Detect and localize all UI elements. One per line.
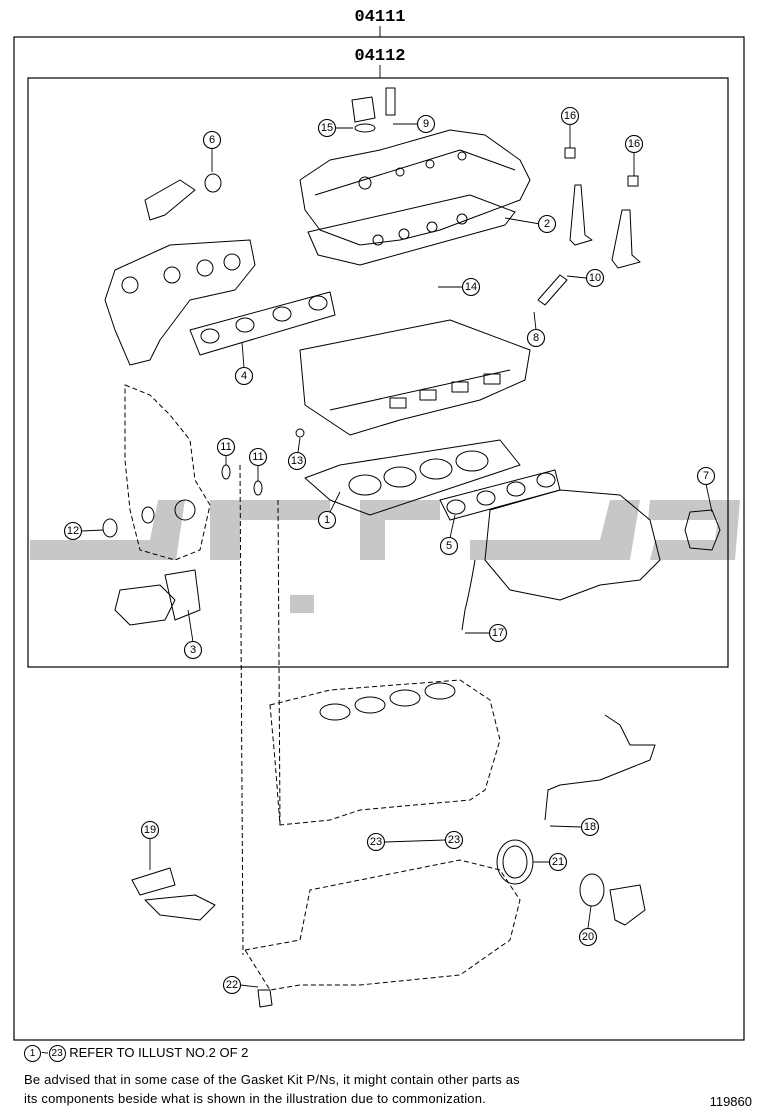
oil-pan [244, 859, 521, 991]
ref-text: REFER TO ILLUST NO.2 OF 2 [69, 1045, 249, 1060]
callout-13: 13 [287, 451, 307, 471]
callout-7: 7 [696, 466, 716, 486]
svg-text:1: 1 [324, 514, 330, 526]
callout-19: 19 [140, 820, 160, 840]
kit-frame-outer [13, 36, 745, 1041]
callout-20: 20 [578, 927, 598, 947]
svg-text:18: 18 [584, 821, 596, 833]
callout-23b: 23 [444, 830, 464, 850]
ref-start-circle: 1 [24, 1045, 41, 1063]
advisory-note-line-2: its components beside what is shown in t… [24, 1091, 486, 1106]
kit-label-outer: 04111 [354, 8, 405, 27]
svg-text:8: 8 [533, 332, 539, 344]
svg-text:2: 2 [544, 218, 550, 230]
crankshaft-oil-seal [496, 839, 534, 885]
callout-5: 5 [439, 536, 459, 556]
svg-text:11: 11 [220, 441, 231, 453]
cylinder-head [299, 319, 531, 436]
callout-23a: 23 [366, 832, 386, 852]
kit-frame-inner [27, 77, 729, 668]
leader-lines [81, 123, 713, 988]
svg-text:6: 6 [209, 134, 215, 146]
kit-label-inner: 04112 [354, 47, 405, 66]
callout-17: 17 [488, 623, 508, 643]
callout-12: 12 [63, 521, 83, 541]
callout-3: 3 [183, 640, 203, 660]
callout-16b: 16 [624, 134, 644, 154]
svg-text:12: 12 [67, 525, 79, 537]
svg-text:10: 10 [589, 272, 601, 284]
svg-text:9: 9 [423, 118, 429, 130]
callout-16a: 16 [560, 106, 580, 126]
callout-22: 22 [222, 975, 242, 995]
exhaust-manifold-gasket [189, 291, 336, 356]
timing-chain-cover [124, 384, 211, 561]
svg-text:7: 7 [703, 470, 709, 482]
callout-14: 14 [461, 277, 481, 297]
callout-4: 4 [234, 366, 254, 386]
svg-text:3: 3 [190, 644, 196, 656]
svg-text:13: 13 [291, 455, 303, 467]
svg-text:16: 16 [564, 110, 576, 122]
svg-text:15: 15 [321, 122, 333, 134]
exhaust-manifold [104, 239, 256, 366]
svg-text:20: 20 [582, 931, 594, 943]
callout-10: 10 [585, 268, 605, 288]
callout-9: 9 [416, 114, 436, 134]
svg-text:17: 17 [492, 627, 504, 639]
illustration-number: 119860 [709, 1094, 752, 1109]
callout-11b: 11 [248, 447, 268, 467]
callout-6: 6 [202, 130, 222, 150]
callout-8: 8 [526, 328, 546, 348]
callout-15: 15 [317, 118, 337, 138]
ref-separator: ~ [41, 1045, 49, 1060]
ref-end-circle: 23 [48, 1045, 66, 1063]
svg-text:5: 5 [446, 540, 452, 552]
svg-text:11: 11 [252, 451, 263, 463]
svg-text:21: 21 [552, 856, 564, 868]
svg-text:23: 23 [370, 836, 382, 848]
svg-text:4: 4 [241, 370, 247, 382]
kit-04112-group: 04112 [27, 47, 729, 668]
advisory-note-line-1: Be advised that in some case of the Gask… [24, 1072, 520, 1087]
footer-reference-note: 1~23 REFER TO ILLUST NO.2 OF 2 [24, 1045, 249, 1063]
svg-text:19: 19 [144, 824, 156, 836]
svg-text:23: 23 [448, 834, 460, 846]
svg-text:16: 16 [628, 138, 640, 150]
callout-11a: 11 [216, 437, 236, 457]
part-drawings [102, 87, 721, 1008]
callout-2: 2 [537, 214, 557, 234]
callout-18: 18 [580, 817, 600, 837]
svg-text:14: 14 [465, 281, 477, 293]
callout-1: 1 [317, 510, 337, 530]
svg-text:22: 22 [226, 979, 238, 991]
cylinder-head-gasket [304, 439, 521, 516]
callout-21: 21 [548, 852, 568, 872]
cylinder-head-cover [299, 129, 531, 246]
watermark-logo [30, 500, 740, 613]
kit-04111-group: 04111 [13, 8, 745, 1041]
intake-manifold [484, 489, 661, 601]
head-cover-gasket [307, 194, 516, 266]
cylinder-block [269, 679, 501, 826]
